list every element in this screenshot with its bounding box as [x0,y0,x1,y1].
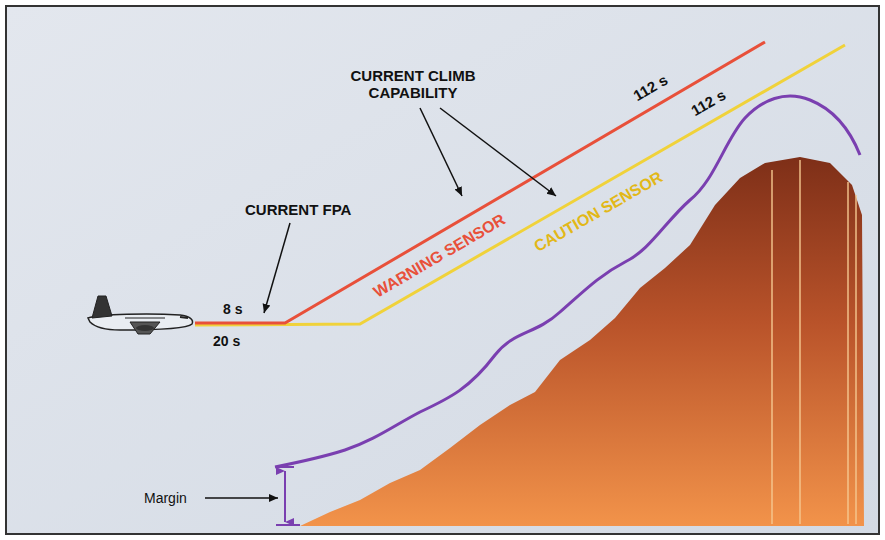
margin-label: Margin [144,490,187,506]
margin-bracket [284,471,286,522]
terrain-streaks [772,160,856,524]
time-label: 8 s [223,301,242,317]
background-panel [6,6,879,534]
leader-line [264,223,290,313]
clearance-curve [275,96,860,467]
leader-line [205,497,278,499]
airplane [88,296,193,334]
margin-tick [276,524,300,526]
terrain [300,157,864,526]
leader-line [440,108,556,196]
time-label: 20 s [213,333,240,349]
callout-text: CURRENT CLIMB CAPABILITY [338,67,488,102]
margin-tick [276,466,294,468]
warning-sensor-line [195,42,765,323]
callout-text: CURRENT FPA [245,201,351,218]
leader-line [420,108,462,196]
